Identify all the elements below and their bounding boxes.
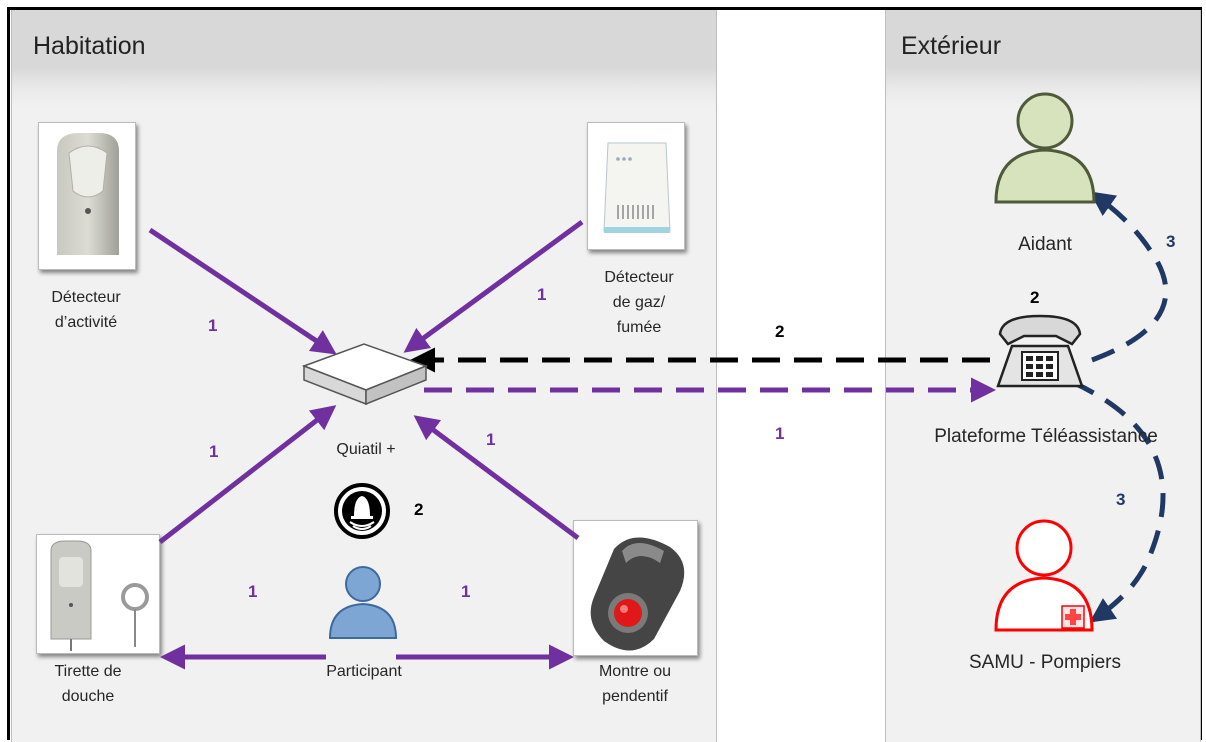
participant-person-icon — [328, 566, 398, 639]
step-number: 2 — [775, 322, 785, 341]
quiatil-box-icon — [301, 343, 429, 406]
samu-person-icon — [994, 519, 1094, 632]
step-number: 1 — [209, 442, 219, 461]
aidant-label: Aidant — [1018, 234, 1072, 255]
pendant-image — [573, 520, 698, 656]
step-number: 2 — [414, 500, 424, 519]
arrow-gas-to-quiatil — [403, 219, 584, 353]
telephone-icon — [996, 314, 1084, 388]
arrow-activity-to-quiatil — [148, 227, 337, 355]
shower-pull-image — [36, 534, 160, 654]
step-number: 1 — [248, 582, 258, 601]
participant-label: Participant — [326, 663, 402, 680]
shower-pull-cord-icon — [50, 540, 149, 651]
shower-pull-label: Tirette de douche — [54, 663, 122, 705]
step-number: 1 — [775, 424, 785, 443]
arrow-plateforme-to-aidant — [1089, 191, 1169, 363]
step-number: 1 — [486, 430, 496, 449]
step-number: 3 — [1116, 490, 1126, 509]
arrow-pendant-to-quiatil — [413, 415, 580, 541]
activity-detector-label: Détecteur d’activité — [51, 289, 121, 331]
arrow-tirette-to-quiatil — [158, 405, 337, 544]
quiatil-label: Quiatil + — [336, 441, 396, 458]
gas-detector-image — [587, 122, 685, 250]
exterieur-title: Extérieur — [901, 32, 1002, 60]
pendant-watch-icon — [590, 537, 685, 651]
habitation-header — [12, 10, 716, 108]
step-number: 1 — [461, 582, 471, 601]
step-number: 1 — [537, 285, 547, 304]
alarm-bell-icon — [334, 483, 390, 539]
gas-detector-label: Détecteur de gaz/ fumée — [604, 269, 674, 336]
aidant-person-icon — [994, 92, 1096, 204]
motion-sensor-icon — [57, 133, 119, 255]
samu-label: SAMU - Pompiers — [968, 652, 1122, 673]
exterieur-header — [886, 10, 1200, 108]
habitation-title: Habitation — [33, 32, 146, 60]
plateforme-label: Plateforme Téléassistance — [934, 426, 1158, 447]
step-number: 2 — [1030, 288, 1040, 307]
activity-detector-image — [38, 122, 136, 270]
gas-smoke-detector-icon — [603, 142, 671, 233]
step-number: 1 — [208, 316, 218, 335]
step-number: 3 — [1166, 232, 1176, 251]
pendant-label: Montre ou pendentif — [598, 663, 672, 705]
arrow-plateforme-to-samu — [1070, 379, 1166, 623]
